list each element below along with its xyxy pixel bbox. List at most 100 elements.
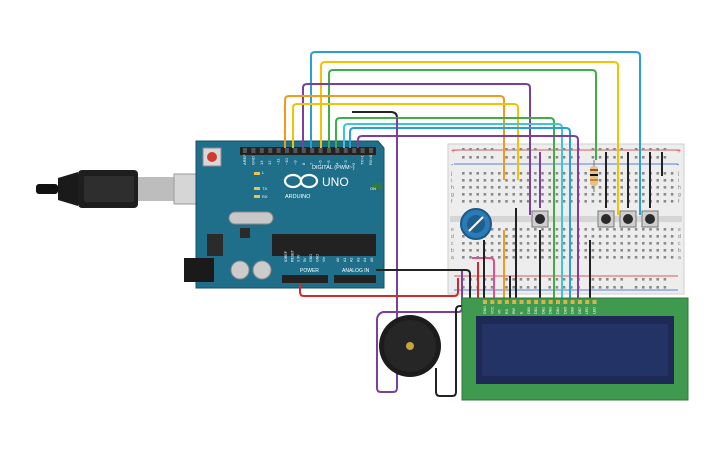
digital-pin-label: ~11 [276,158,281,165]
wire [376,118,463,393]
rail-plus-label-right: + [677,148,681,155]
tx-label: TX [262,186,267,191]
lcd-pin [490,300,495,304]
lcd-pin-label: DB6 [571,307,575,314]
lcd-pin-label: DB5 [563,307,567,314]
digital-pin-label: RX<0 [368,154,373,165]
lcd-pin [570,300,575,304]
lcd-pin [577,300,582,304]
digital-pin [285,148,289,153]
wire [310,51,641,215]
row-letter: a [451,255,454,261]
digital-pin [251,148,256,153]
push-buttons [531,210,659,228]
digital-pin-label: GND [250,156,255,165]
power-jack [184,258,214,282]
digital-pin [369,148,373,153]
digital-pin-label: AREF [242,154,247,165]
digital-pin-label: ~5 [326,160,331,165]
digital-pin [318,148,323,153]
analog-pin-label: A3 [356,258,360,262]
lcd-pin-label: LED [585,307,589,314]
digital-pin-label: 13 [259,160,264,165]
digital-pin [343,148,348,153]
digital-pin-label: ~3 [343,160,348,165]
arduino-logo-icon [283,173,319,189]
push-button-1[interactable] [531,210,549,228]
wire [376,269,471,298]
power-pin-label: Vin [322,257,326,262]
wire [352,111,398,119]
lcd-pin-label: DB7 [578,307,582,314]
analog-pin-label: A4 [363,258,367,262]
row-letter: f [678,199,680,205]
lcd-pin [592,300,597,304]
lcd-pin-label: V0 [498,310,502,314]
push-button-3[interactable] [619,210,637,228]
wire [335,117,555,298]
lcd-pin [512,300,517,304]
crystal [228,211,274,225]
digital-pin [259,148,264,153]
digital-pin [268,148,273,153]
row-letter: d [451,234,454,240]
row-letter: f [451,199,453,205]
row-letter: e [451,227,454,233]
on-label: ON [370,186,376,191]
row-letter: c [451,241,454,247]
digital-pin-label: 2 [351,162,356,165]
row-letter: h [678,185,681,191]
lcd-pin [541,300,546,304]
power-label: POWER [300,268,319,274]
wire [320,61,619,215]
push-button-2[interactable] [597,210,615,228]
row-letter: j [677,171,679,177]
digital-pin [276,148,281,153]
row-letter: j [450,171,452,177]
power-pin-label: IOREF [284,250,288,262]
digital-header [240,147,376,155]
digital-pin-label: 7 [309,162,314,165]
digital-pin-label: 8 [301,162,306,165]
capacitor [252,260,272,280]
row-letter: g [451,192,454,198]
lcd-pin [556,300,560,304]
analog-header [334,275,376,283]
power-pin-label: GND [316,254,320,262]
resistor [590,160,598,192]
analog-label: ANALOG IN [342,268,370,274]
wire [284,95,505,180]
lcd-pin [497,300,502,304]
lcd-pin-label: DB3 [549,307,553,314]
analog-pin-label: A1 [343,258,347,262]
digital-pin [243,148,247,153]
digital-pin [293,148,298,153]
lcd-pin [548,300,553,304]
potentiometer[interactable] [460,208,492,240]
lcd-pin-label: DB4 [556,307,560,314]
power-pin-label: GND [309,254,313,262]
capacitor [230,260,250,280]
row-letter: c [678,241,681,247]
microcontroller-chip [272,234,376,256]
arduino-board: DIGITAL (PWM~) UNO ARDUINO ON L TX RX PO… [184,140,385,289]
power-pin-label: 5V [303,257,307,262]
wire [292,103,519,180]
arduino-model: UNO [322,175,349,189]
wire [357,135,579,298]
rx-label: RX [262,194,268,199]
lcd-pin-label: VCC [490,306,494,314]
lcd-pin-label: DB1 [534,307,538,314]
row-letter: d [678,234,681,240]
wire [302,83,531,215]
digital-pin-label: ~6 [318,160,323,165]
lcd-pin-label: E [520,311,524,314]
analog-pin-label: A0 [336,258,340,262]
lcd-pin-label: RW [512,307,516,314]
push-button-4[interactable] [641,210,659,228]
power-header [282,275,328,283]
row-letter: b [678,248,681,254]
